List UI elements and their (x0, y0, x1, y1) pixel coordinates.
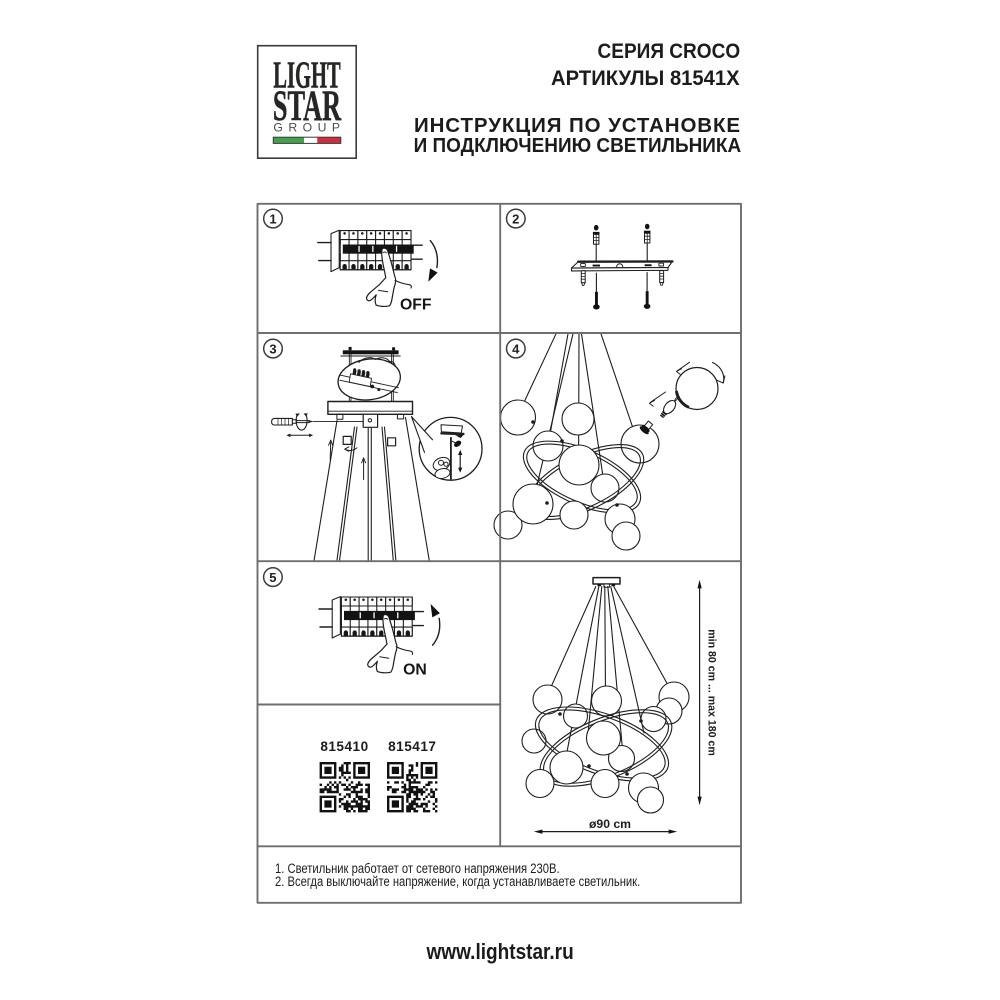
svg-text:min 80 cm ... max 180 cm: min 80 cm ... max 180 cm (706, 629, 718, 756)
svg-text:3: 3 (269, 341, 276, 356)
svg-text:4: 4 (512, 341, 520, 356)
svg-text:ON: ON (403, 662, 427, 679)
svg-text:5: 5 (269, 570, 276, 585)
svg-text:815410: 815410 (320, 739, 368, 754)
svg-text:1: 1 (269, 211, 276, 226)
svg-text:2: 2 (512, 211, 519, 226)
svg-text:STAR: STAR (273, 83, 342, 130)
svg-text:GROUP: GROUP (273, 121, 340, 135)
svg-text:LIGHT: LIGHT (273, 55, 341, 97)
svg-text:815417: 815417 (388, 739, 436, 754)
svg-text:ø90 cm: ø90 cm (589, 817, 631, 831)
svg-text:OFF: OFF (400, 297, 432, 314)
